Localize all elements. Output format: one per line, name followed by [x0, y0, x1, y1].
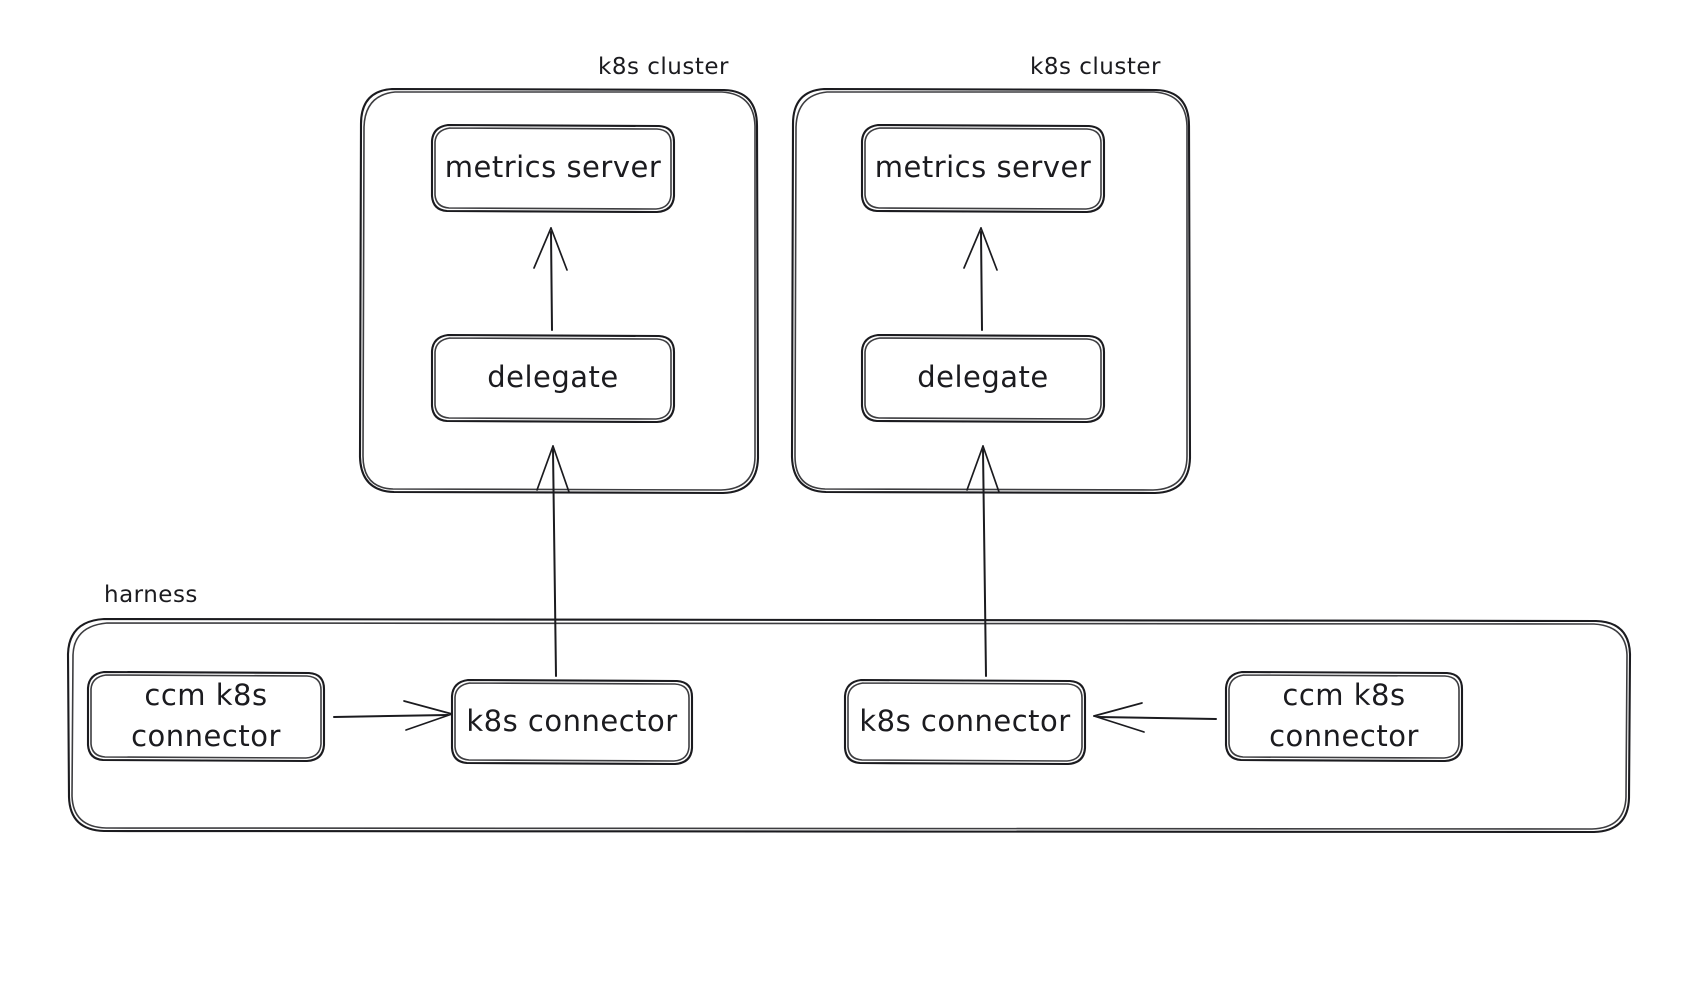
edge-delegate-to-metrics-right — [963, 227, 998, 331]
edge-delegate-to-metrics-left — [533, 227, 568, 331]
edge-k8s-connector-to-delegate-right — [966, 445, 1000, 677]
node-k8s-connector-right-outline — [843, 678, 1087, 766]
node-k8s-connector-left-outline — [450, 678, 694, 766]
node-ccm-k8s-connector-right-outline — [1224, 670, 1464, 763]
node-ccm-k8s-connector-left-outline — [86, 670, 326, 763]
node-metrics-server-left-outline — [430, 123, 676, 214]
node-delegate-right-outline — [860, 333, 1106, 424]
node-metrics-server-right-outline — [860, 123, 1106, 214]
edge-ccm-to-k8s-connector-right — [1093, 702, 1217, 733]
edge-k8s-connector-to-delegate-left — [536, 445, 570, 677]
edge-ccm-to-k8s-connector-left — [333, 700, 453, 731]
node-delegate-left-outline — [430, 333, 676, 424]
group-k8s-cluster-left-outline — [358, 87, 760, 495]
group-harness-outline — [66, 617, 1632, 834]
group-k8s-cluster-right-outline — [790, 87, 1192, 495]
